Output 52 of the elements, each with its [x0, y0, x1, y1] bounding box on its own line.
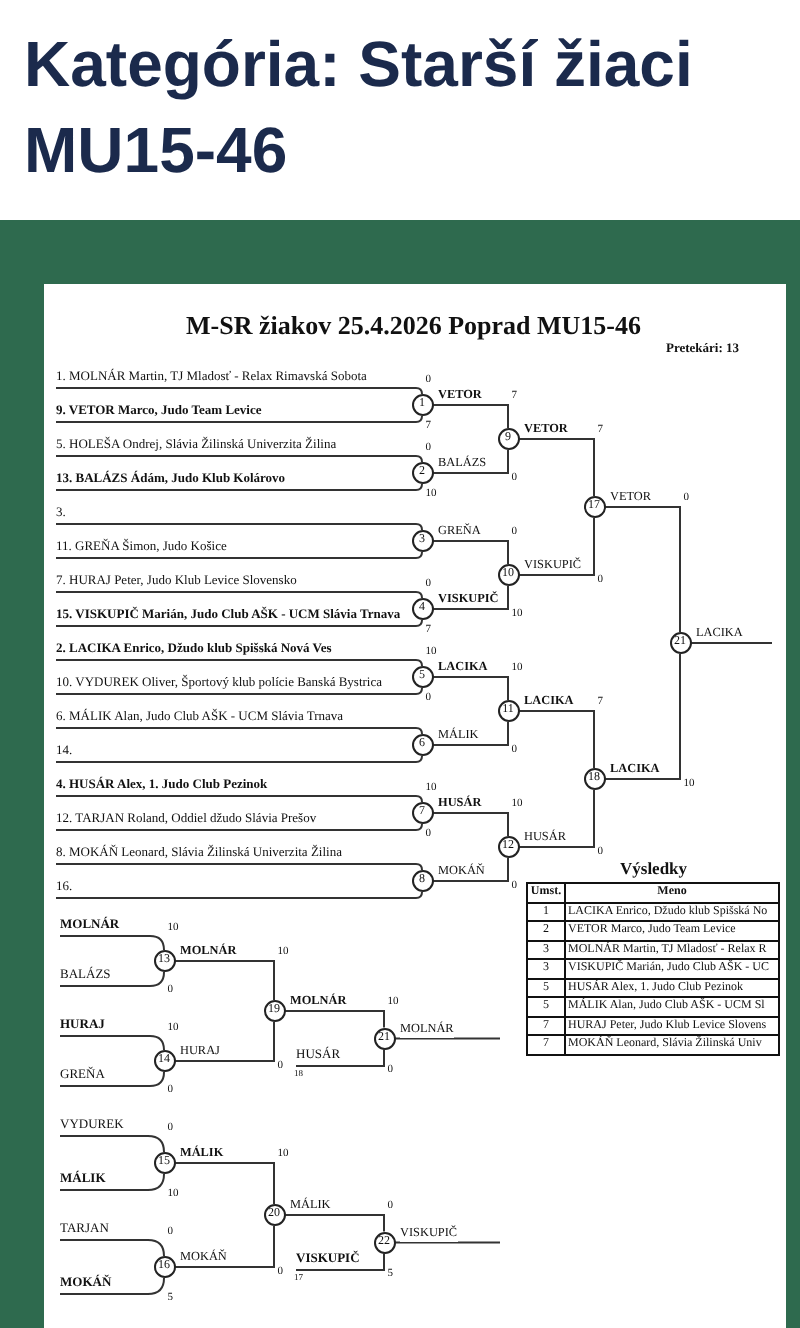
- bracket-line: [55, 687, 423, 695]
- bracket-line: [55, 823, 423, 831]
- bracket-line: [518, 789, 595, 848]
- page-title: Kategória: Starší žiaci MU15-46: [24, 26, 695, 190]
- bracket-line: [55, 387, 423, 395]
- bracket-line: [59, 971, 165, 987]
- bracket-line: [432, 676, 509, 701]
- bracket-line: [55, 659, 423, 667]
- bracket-line: [59, 1135, 165, 1153]
- bracket-line: [604, 506, 681, 633]
- bracket-line: [55, 619, 423, 627]
- bracket-line: [432, 857, 509, 882]
- results-heading: Výsledky: [620, 858, 688, 878]
- bracket-line: [284, 1214, 385, 1233]
- bracket-line: [432, 404, 509, 429]
- bracket-line: [59, 935, 165, 951]
- bracket-line: [432, 721, 509, 746]
- bracket-line: [174, 1162, 275, 1205]
- bracket-line: [174, 1021, 275, 1062]
- bracket-line: [55, 863, 423, 871]
- bracket-line: [604, 653, 681, 780]
- bracket-line: [55, 523, 423, 531]
- bracket-line: [518, 517, 595, 576]
- bracket-line: [518, 710, 595, 769]
- bracket-line: [518, 438, 595, 497]
- bracket-line: [55, 727, 423, 735]
- bracket-line: [59, 1173, 165, 1191]
- bracket-line: [55, 415, 423, 423]
- bracket-line: [174, 1225, 275, 1268]
- tournament-heading: M-SR žiakov 25.4.2026 Poprad MU15-46: [186, 310, 641, 340]
- bracket-line: [59, 1277, 165, 1295]
- bracket-line: [432, 449, 509, 474]
- bracket-line: [394, 1037, 501, 1040]
- bracket-line: [690, 642, 773, 644]
- bracket-line: [432, 585, 509, 610]
- bracket-line: [59, 1239, 165, 1257]
- bracket-line: [55, 483, 423, 491]
- bracket-line: [394, 1241, 501, 1244]
- bracket-line: [174, 960, 275, 1001]
- bracket-line: [295, 1252, 385, 1271]
- bracket-line: [432, 812, 509, 837]
- bracket-line: [59, 1035, 165, 1051]
- bracket-line: [59, 1071, 165, 1087]
- bracket-line: [55, 591, 423, 599]
- bracket-line: [55, 551, 423, 559]
- bracket-line: [55, 755, 423, 763]
- bracket-line: [55, 891, 423, 899]
- bracket-line: [55, 795, 423, 803]
- bracket-line: [295, 1048, 385, 1067]
- bracket-line: [55, 455, 423, 463]
- bracket-line: [284, 1010, 385, 1029]
- bracket-line: [432, 540, 509, 565]
